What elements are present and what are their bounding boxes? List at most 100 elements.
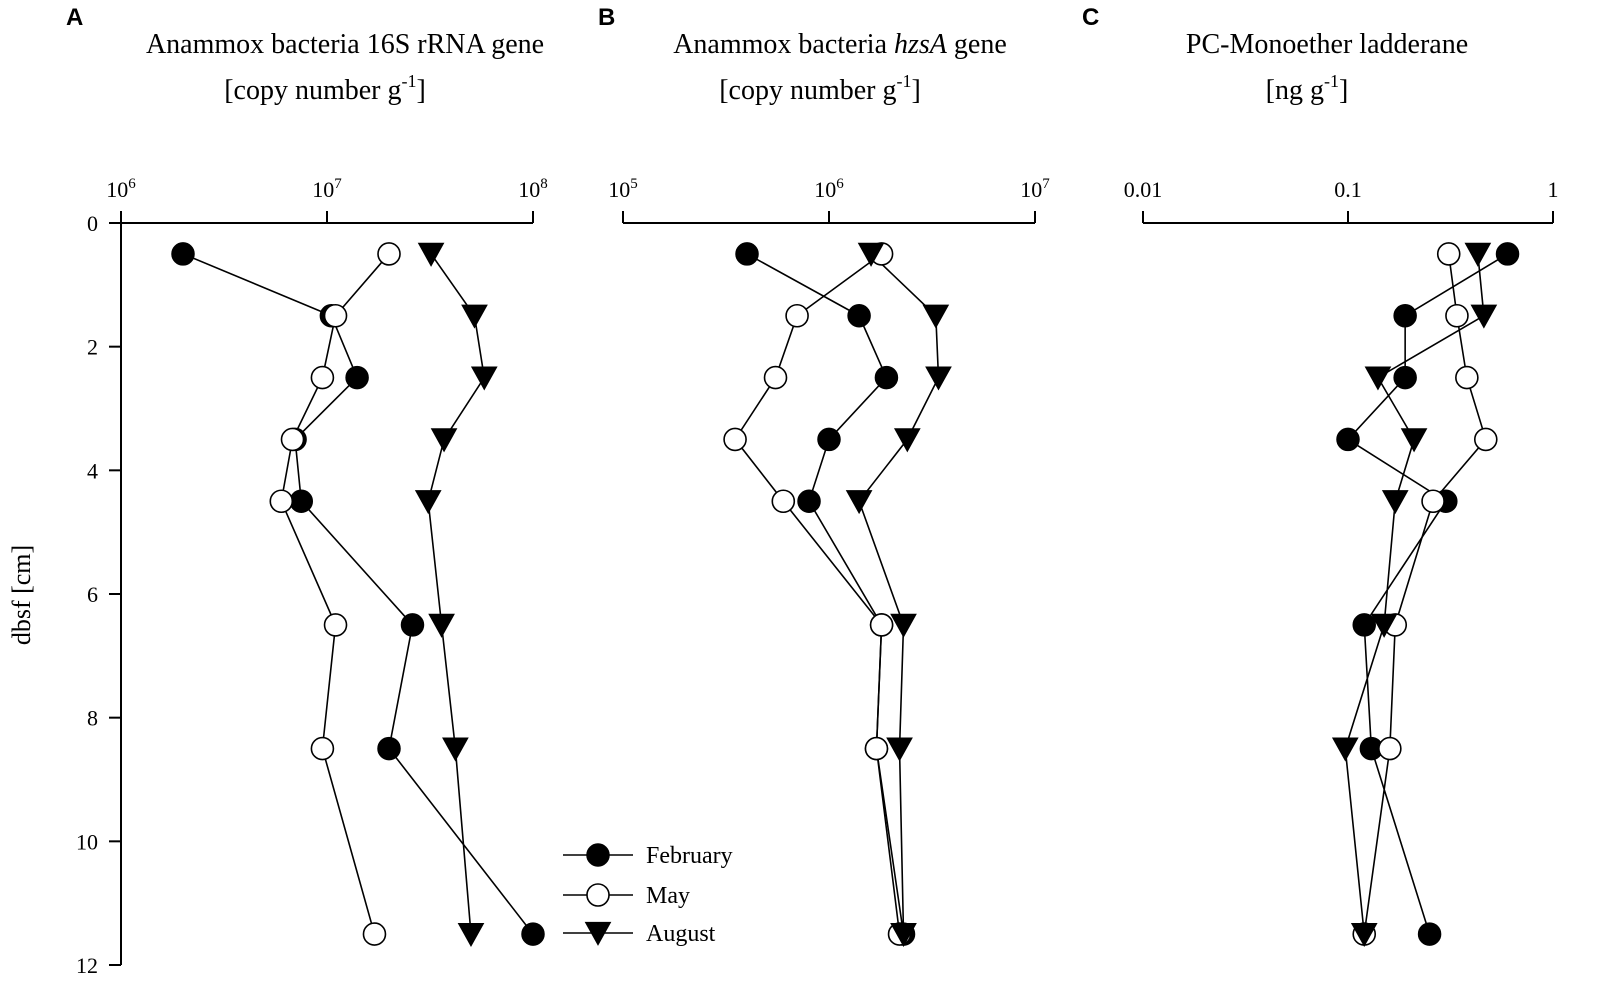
panel-a-x-tick-label: 106 — [106, 176, 136, 202]
panel-a-may-point — [362, 922, 387, 946]
panel-b-lines — [734, 253, 940, 935]
panel-b-may-point — [771, 489, 796, 514]
panel-c-august-point — [1331, 737, 1359, 762]
panel-a-may-point — [269, 489, 294, 514]
panel-c-header: C PC-Monoether ladderane [ng g-1] — [1082, 4, 1468, 106]
panel-b-title-line2: [copy number g-1] — [719, 71, 921, 106]
panel-a-x-tick-label: 107 — [312, 176, 342, 202]
panel-c-february-point — [1417, 922, 1442, 946]
legend-august-marker — [584, 921, 612, 946]
y-tick-label: 2 — [87, 335, 98, 360]
panel-c-title-line2: [ng g-1] — [1266, 71, 1349, 106]
panel-b-august-point — [845, 490, 873, 515]
panel-b-may-point — [864, 736, 889, 761]
y-axis-label: dbsf [cm] — [7, 545, 36, 645]
panel-a-title-line1: Anammox bacteria 16S rRNA gene — [146, 29, 544, 60]
panel-b-august-point — [890, 922, 917, 947]
panel-a-august-point — [442, 737, 469, 762]
panel-c-x-tick-label: 1 — [1548, 177, 1559, 202]
panel-c-may-point — [1378, 736, 1402, 761]
panel-a-august-point — [414, 490, 442, 515]
panel-b-may-line — [734, 253, 901, 935]
panel-b-title-pre: Anammox bacteria — [673, 29, 894, 60]
legend-august-label: August — [646, 921, 716, 947]
panel-a-title-close: ] — [416, 75, 425, 106]
panel-b-august-point — [893, 428, 921, 453]
panel-c-august-point — [1381, 490, 1409, 515]
panel-a-x-axis: 106 107 108 — [106, 176, 548, 224]
legend-february-label: February — [646, 843, 733, 869]
panel-a-may-point — [280, 427, 305, 452]
panel-b-february-point — [847, 304, 871, 328]
y-tick-label: 8 — [87, 706, 98, 731]
panel-b-february-point — [735, 242, 759, 266]
panel-c-lines — [1344, 253, 1508, 935]
panel-b-august-point — [857, 242, 885, 267]
panel-b-title-unit: [copy number g — [719, 75, 896, 106]
panel-a-may-line — [280, 253, 390, 935]
panel-a-may-point — [323, 613, 348, 637]
y-tick-label: 4 — [87, 458, 98, 483]
panel-b-x-tick-label: 107 — [1020, 176, 1050, 202]
panel-b-august-point — [890, 613, 917, 638]
panel-b-x-axis: 105 106 107 — [608, 176, 1050, 224]
panel-c-august-point — [1400, 428, 1428, 453]
panel-c-february-point — [1495, 242, 1520, 266]
panel-c-may-line — [1363, 253, 1487, 935]
panel-c-title-line1: PC-Monoether ladderane — [1186, 29, 1468, 60]
panel-a-february-point — [521, 922, 545, 946]
y-tick-label: 12 — [76, 953, 98, 978]
panel-b-may-point — [869, 613, 894, 637]
panel-c-august-point — [1464, 242, 1492, 267]
y-tick-label: 6 — [87, 582, 98, 607]
panel-c-february-point — [1393, 365, 1417, 390]
panel-a-may-point — [323, 303, 348, 328]
panel-c-may-point — [1421, 489, 1445, 514]
panel-c-august-point — [1470, 304, 1498, 329]
panel-c-may-point — [1455, 365, 1479, 390]
legend-may-label: May — [646, 883, 690, 909]
panel-b-february-line — [746, 253, 905, 935]
panel-c-plot — [1331, 242, 1520, 947]
panel-b-x-tick-label: 106 — [814, 176, 844, 202]
panel-a-letter: A — [66, 4, 83, 31]
panel-c-august-point — [1364, 366, 1392, 391]
panel-c-markers — [1331, 242, 1520, 947]
panel-c-letter: C — [1082, 4, 1099, 31]
panel-a-plot — [171, 242, 545, 947]
panel-a-february-point — [171, 242, 195, 266]
panel-a-title-line2: [copy number g-1] — [224, 71, 426, 106]
panel-a-x-tick-label: 108 — [518, 176, 548, 202]
panel-c-title-close: ] — [1339, 75, 1348, 106]
panel-a-title-unit: [copy number g — [224, 75, 401, 106]
panel-a-february-point — [377, 736, 401, 761]
panel-a-august-point — [470, 366, 498, 391]
panel-c-february-point — [1336, 427, 1360, 452]
panel-b-x-tick-label: 105 — [608, 176, 638, 202]
panel-a-august-point — [461, 304, 488, 329]
panel-a-august-point — [417, 242, 445, 267]
panel-b-letter: B — [598, 4, 615, 31]
panel-b-august-point — [886, 737, 913, 762]
panel-a-markers — [171, 242, 545, 947]
panel-b-markers — [723, 242, 952, 947]
panel-b-february-point — [874, 365, 899, 390]
panel-a-may-point — [310, 736, 335, 761]
panel-a-may-point — [377, 242, 401, 266]
panel-b-title-close: ] — [911, 75, 920, 106]
panel-a-february-point — [345, 365, 369, 390]
panel-b-february-point — [797, 489, 821, 513]
panel-b-august-point — [922, 304, 950, 329]
panel-c-may-point — [1436, 242, 1461, 266]
panel-b-august-point — [925, 366, 952, 391]
panel-a-lines — [182, 253, 534, 935]
panel-b-title-line1: Anammox bacteria hzsA gene — [673, 29, 1007, 60]
panel-c-february-line — [1346, 253, 1508, 935]
panel-b-plot — [723, 242, 952, 947]
panel-c-may-point — [1473, 427, 1498, 452]
panel-c-may-point — [1445, 303, 1469, 328]
panel-b-february-point — [817, 427, 841, 452]
panel-a-title-sup: -1 — [401, 71, 416, 91]
panel-a-august-point — [430, 428, 458, 453]
